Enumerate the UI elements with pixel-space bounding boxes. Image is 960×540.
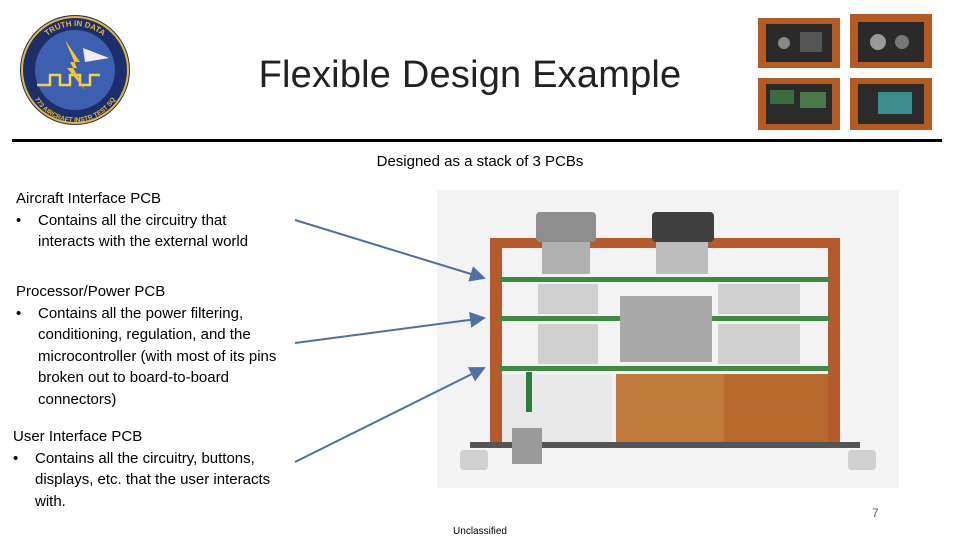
- thumbnail-1: [758, 18, 840, 68]
- section-bullet: Contains all the power filtering, condit…: [16, 303, 288, 411]
- arrow-aircraft-interface: [294, 219, 486, 282]
- section-heading: Processor/Power PCB: [16, 283, 166, 300]
- section-bullet: Contains all the circuitry, buttons, dis…: [13, 448, 288, 513]
- thumbnail-4: [850, 78, 932, 130]
- slide-title: Flexible Design Example: [258, 54, 682, 96]
- section-heading: Aircraft Interface PCB: [16, 190, 162, 207]
- section-bullet: Contains all the circuitry that interact…: [16, 210, 286, 253]
- thumbnail-2: [850, 14, 932, 68]
- thumbnail-3: [758, 78, 840, 130]
- section-aircraft-interface: Aircraft Interface PCB Contains all the …: [16, 188, 286, 253]
- arrow-user-interface: [294, 367, 486, 463]
- title-divider: [12, 139, 942, 142]
- classification-label: Unclassified: [453, 526, 507, 537]
- arrow-processor-power: [294, 311, 486, 344]
- svg-text:TRUTH IN DATA: TRUTH IN DATA: [43, 19, 108, 38]
- slide-subtitle: Designed as a stack of 3 PCBs: [376, 153, 584, 170]
- section-processor-power: Processor/Power PCB Contains all the pow…: [16, 281, 288, 410]
- svg-text:773 AIRCRAFT INSTR TEST SQ: 773 AIRCRAFT INSTR TEST SQ: [33, 96, 117, 124]
- page-number: 7: [872, 506, 879, 520]
- section-user-interface: User Interface PCB Contains all the circ…: [13, 426, 288, 512]
- section-heading: User Interface PCB: [13, 428, 143, 445]
